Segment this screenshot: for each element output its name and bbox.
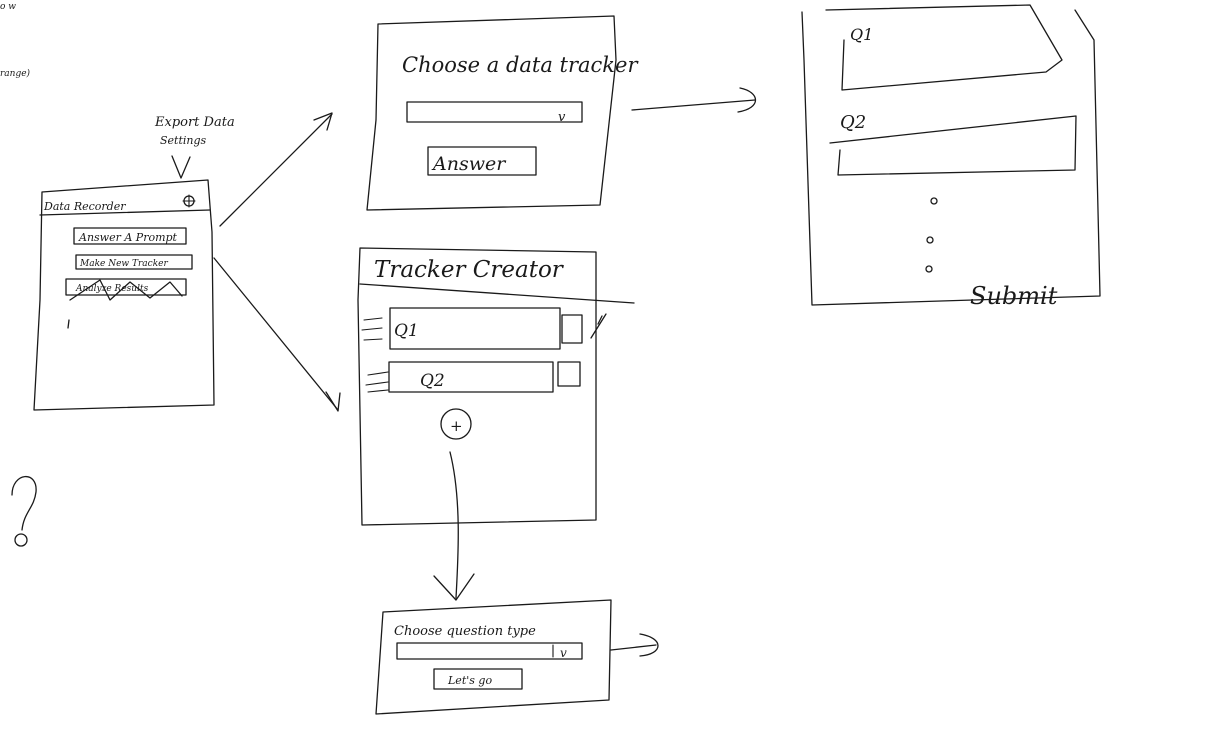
settings-annotation-arrow (171, 155, 191, 179)
creator-q1-row[interactable]: Q1 (361, 307, 607, 350)
margin-note-top: o w (0, 2, 16, 12)
make-tracker-label: Make New Tracker (79, 259, 168, 269)
answer-q1-label: Q1 (850, 25, 873, 44)
creator-q1-drag-handle-icon (361, 317, 383, 341)
question-type-frame (375, 599, 612, 715)
answer-submit-button[interactable]: Submit (970, 282, 1058, 310)
arrow-from-question-type-head (639, 633, 659, 657)
question-type-screen: Choose question type v Let's go (375, 599, 612, 715)
answer-prompt-label: Answer A Prompt (78, 231, 178, 244)
arrow-to-creator (213, 257, 339, 411)
creator-q1-pencil-icon (590, 313, 607, 339)
creator-q1-edit-icon (561, 314, 583, 344)
question-type-dropdown-arrow: v (560, 646, 567, 660)
add-question-button[interactable]: + (440, 408, 472, 440)
radio-option-3[interactable] (925, 265, 933, 273)
home-tick (67, 319, 70, 329)
analyze-results-button[interactable]: Analyze Results (65, 278, 187, 301)
home-frame (33, 179, 215, 411)
arrow-to-answer-screen (631, 99, 756, 111)
arrow-to-question-type (449, 451, 459, 599)
chooser-frame (366, 15, 617, 211)
home-screen: Data Recorder Export Data Settings Answe… (33, 115, 235, 411)
chooser-screen: Choose a data tracker v Answer (366, 15, 639, 211)
creator-title: Tracker Creator (374, 257, 565, 283)
creator-screen: Tracker Creator Q1 Q2 + (357, 247, 635, 526)
lets-go-button[interactable]: Let's go (433, 668, 523, 690)
question-type-title: Choose question type (394, 624, 536, 639)
radio-option-1[interactable] (930, 197, 938, 205)
add-question-icon: + (450, 417, 463, 435)
answer-q2-box (829, 115, 1077, 176)
margin-note-range: range) (0, 68, 31, 79)
answer-prompt-button[interactable]: Answer A Prompt (73, 227, 187, 245)
answer-screen: Q1 Q2 Submit (801, 4, 1101, 310)
settings-annotation-line1: Export Data (154, 115, 235, 130)
arrow-to-answer-screen-head (737, 87, 757, 113)
radio-option-2[interactable] (926, 236, 934, 244)
question-mark-dot (14, 533, 28, 547)
creator-header-line (359, 283, 635, 304)
answer-q2-label: Q2 (840, 112, 866, 133)
home-title-divider (39, 209, 211, 216)
answer-button[interactable]: Answer (427, 146, 537, 176)
creator-q2-label: Q2 (420, 371, 445, 391)
arrow-to-chooser-head (313, 112, 333, 131)
settings-annotation-line2: Settings (160, 134, 207, 147)
question-type-dropdown[interactable]: v (396, 642, 583, 660)
analyze-scribble (69, 279, 183, 301)
answer-frame (801, 9, 1101, 306)
answer-button-label: Answer (431, 153, 507, 175)
answer-q1-box (825, 4, 1063, 91)
arrow-to-chooser (219, 113, 333, 227)
lets-go-label: Let's go (447, 674, 492, 687)
arrow-to-question-type-head (433, 573, 475, 601)
creator-q2-row[interactable]: Q2 (365, 361, 581, 393)
analyze-results-label: Analyze Results (75, 284, 149, 294)
home-title: Data Recorder (43, 200, 126, 213)
tracker-dropdown[interactable]: v (406, 101, 583, 125)
tracker-dropdown-arrow: v (558, 110, 566, 125)
creator-q2-edit-icon (557, 361, 581, 387)
creator-q2-drag-handle-icon (365, 371, 389, 393)
settings-gear-icon[interactable] (182, 194, 196, 208)
creator-q1-label: Q1 (394, 321, 419, 341)
make-tracker-button[interactable]: Make New Tracker (75, 254, 193, 270)
arrow-to-creator-head (325, 391, 341, 412)
creator-frame (357, 247, 597, 526)
chooser-title: Choose a data tracker (402, 53, 639, 77)
question-mark-curve (11, 475, 37, 531)
arrow-from-question-type (610, 644, 657, 651)
